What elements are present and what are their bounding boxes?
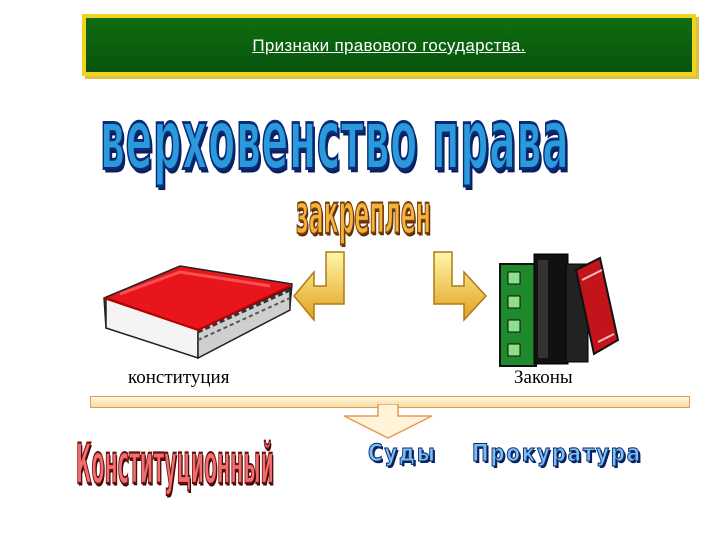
courts-wordart: Суды (368, 439, 437, 468)
arrow-down-icon (343, 404, 433, 439)
arrow-down-right-icon (433, 251, 488, 322)
constitution-label: конституция (128, 367, 230, 388)
page-title: Признаки правового государства. (252, 36, 526, 55)
title-banner: Признаки правового государства. (82, 14, 696, 76)
prosecution-wordart: Прокуратура (472, 439, 642, 468)
arrow-down-left-icon (293, 251, 345, 323)
heading-wordart: верховенство права (99, 89, 570, 191)
red-book-icon (103, 265, 293, 360)
subheading-wordart: закреплен (296, 181, 432, 247)
laws-label: Законы (514, 367, 573, 388)
constitutional-wordart: Конституционный (76, 431, 275, 497)
books-stack-icon (499, 253, 620, 367)
